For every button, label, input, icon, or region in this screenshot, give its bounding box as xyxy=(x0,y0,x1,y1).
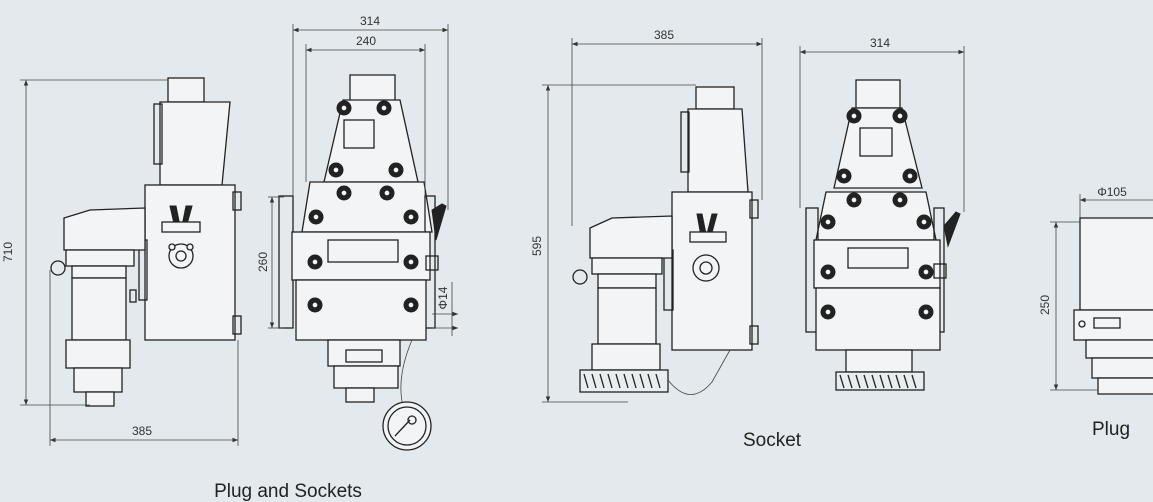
dim-view3-height: 595 xyxy=(530,236,544,256)
dim-view2-mount-height: 260 xyxy=(256,252,270,272)
dim-view4-width: 314 xyxy=(870,36,890,50)
dim-view5-dia: Φ105 xyxy=(1097,185,1127,199)
caption-plug-and-sockets: Plug and Sockets xyxy=(214,481,362,502)
dim-view3-width: 385 xyxy=(654,28,674,42)
caption-plug: Plug xyxy=(1092,419,1130,440)
dim-view1-width: 385 xyxy=(132,424,152,438)
view-plug-socket-side xyxy=(20,77,242,446)
caption-socket: Socket xyxy=(743,430,802,451)
view-socket-side xyxy=(542,38,763,403)
dim-view2-inner-width: 240 xyxy=(356,34,376,48)
view-socket-front xyxy=(799,46,965,391)
dim-view2-overall-width: 314 xyxy=(360,14,380,28)
dim-view5-height: 250 xyxy=(1038,295,1052,315)
view-plug xyxy=(1050,194,1153,395)
dim-view2-hole-dia: Φ14 xyxy=(436,286,450,309)
dim-view1-height: 710 xyxy=(1,242,15,262)
view-plug-socket-front xyxy=(268,24,458,451)
